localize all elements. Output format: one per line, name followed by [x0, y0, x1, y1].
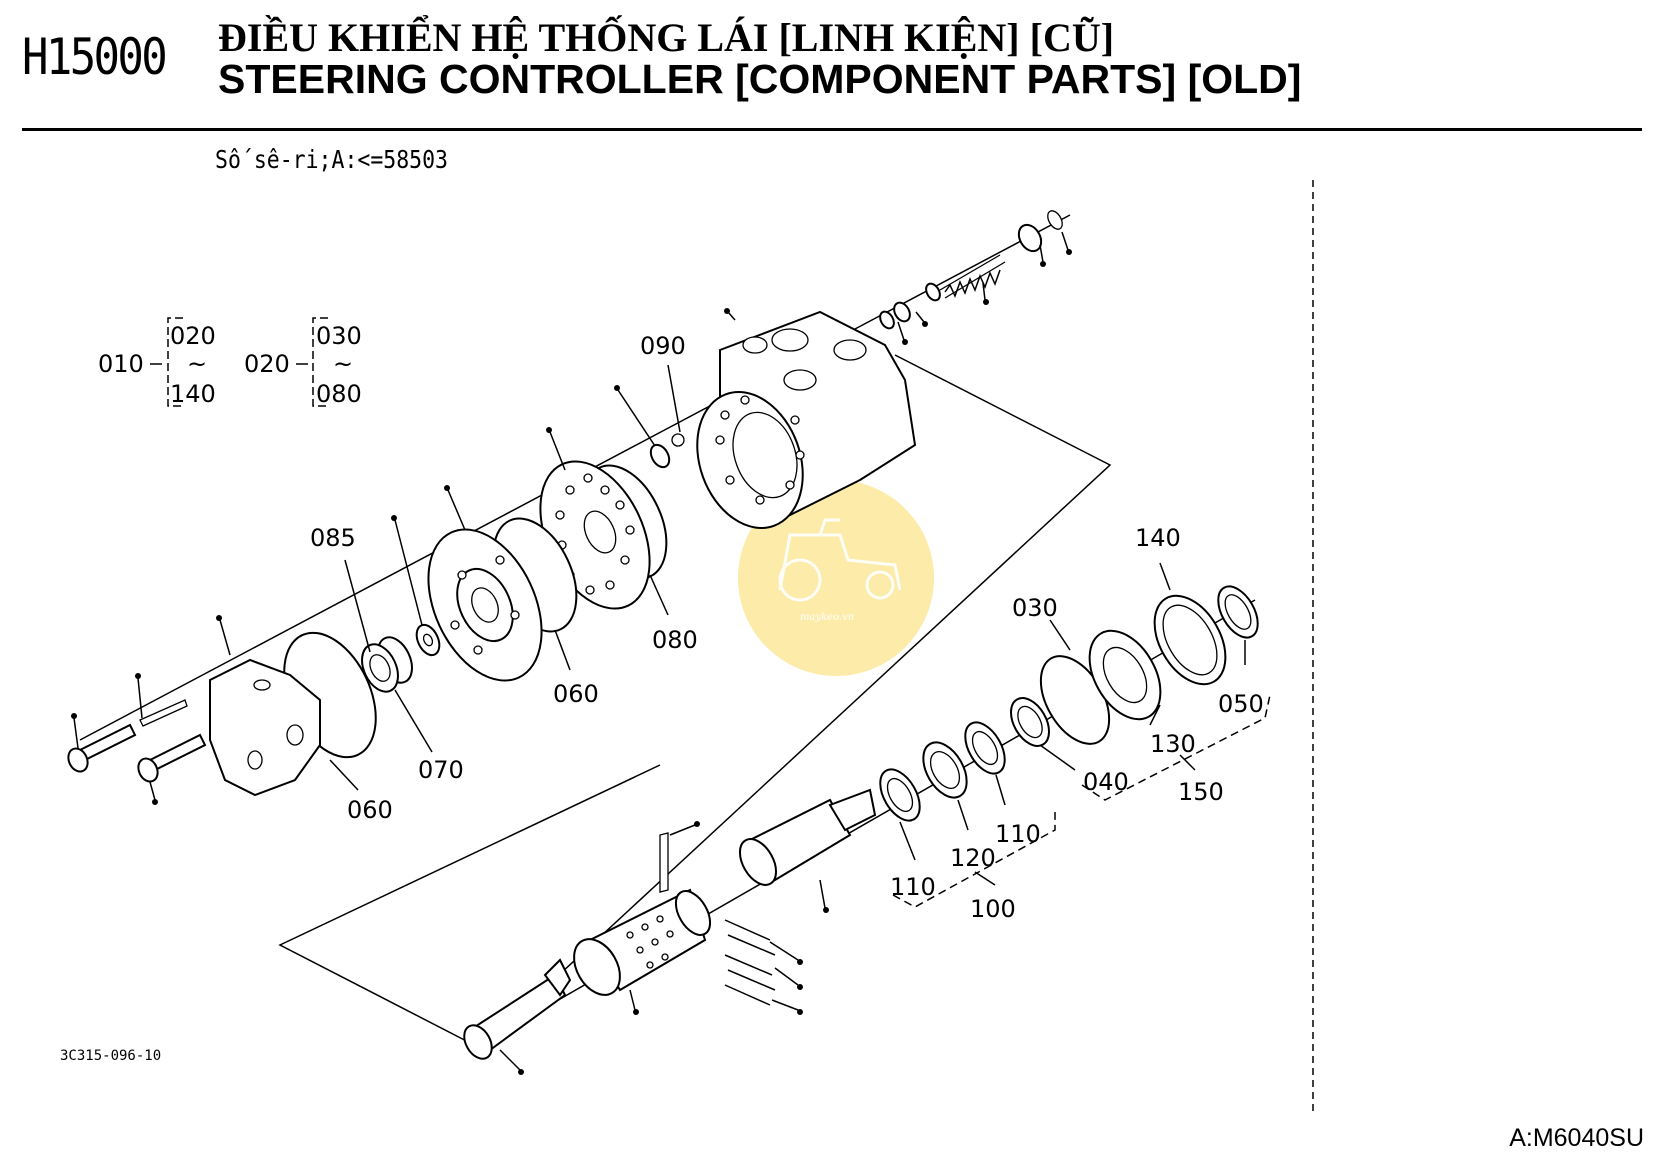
callout-070: 070: [418, 756, 464, 784]
part-110-washer-a: [879, 768, 921, 822]
callout-140: 140: [1135, 524, 1181, 552]
header-rule: [22, 128, 1642, 131]
callout-100: 100: [970, 895, 1016, 923]
group-020-parent: 020: [244, 350, 290, 378]
callout-leaders: [329, 559, 1271, 908]
part-110-washer-b: [964, 721, 1006, 775]
callout-130: 130: [1150, 730, 1196, 758]
group-020-sep: ~: [333, 350, 353, 378]
callout-080: 080: [652, 626, 698, 654]
part-130-bushing: [1088, 629, 1162, 721]
callout-110-left: 110: [890, 873, 936, 901]
callout-030: 030: [1012, 594, 1058, 622]
watermark-text: maykeo.vn: [800, 612, 854, 623]
mounting-bolts: [67, 673, 207, 805]
relief-valve-parts: [879, 210, 1072, 345]
part-090-check-ball: [614, 364, 685, 469]
housing-body: [696, 310, 917, 529]
callout-060-lower: 060: [347, 796, 393, 824]
callout-050: 050: [1218, 690, 1264, 718]
callout-060-upper: 060: [553, 680, 599, 708]
page-code: H15000: [22, 28, 168, 86]
group-010-to: 140: [170, 380, 216, 408]
callout-120: 120: [950, 844, 996, 872]
callout-085: 085: [310, 524, 356, 552]
callout-040: 040: [1083, 768, 1129, 796]
title-english: STEERING CONTROLLER [COMPONENT PARTS] [O…: [218, 56, 1302, 102]
title-vietnamese: ĐIỀU KHIỂN HỆ THỐNG LÁI [LINH KIỆN] [CŨ]: [218, 15, 1115, 60]
group-010-parent: 010: [98, 350, 144, 378]
model-code: A:M6040SU: [1509, 1124, 1644, 1152]
group-020-bracket: [312, 317, 328, 407]
part-050-ring: [1217, 585, 1259, 639]
watermark-logo: maykeo.vn: [738, 480, 934, 676]
spool-sleeve-assembly: [463, 788, 877, 1075]
group-020-from: 030: [316, 322, 362, 350]
group-010-sep: ~: [187, 350, 207, 378]
group-010-from: 020: [170, 322, 216, 350]
end-cap: [209, 615, 321, 797]
assembly-group-020: 020 030 ~ 080: [244, 317, 362, 408]
group-020-to: 080: [316, 380, 362, 408]
part-140-dust-seal: [1153, 594, 1227, 686]
spacer-washer: [391, 515, 441, 657]
part-120-thrust-bearing: [922, 741, 968, 799]
gear-set: [427, 485, 543, 682]
callout-090: 090: [640, 332, 686, 360]
group-010-bracket: [167, 317, 183, 407]
callout-150: 150: [1178, 778, 1224, 806]
part-040-washer: [1010, 697, 1050, 747]
assembly-group-010: 010 020 ~ 140: [98, 317, 216, 408]
centering-springs: [724, 919, 803, 1015]
drawing-code: 3C315-096-10: [60, 1048, 162, 1064]
callout-110-right: 110: [995, 820, 1041, 848]
serial-number-range: Số sê-ri;A:<=58503: [215, 145, 449, 174]
